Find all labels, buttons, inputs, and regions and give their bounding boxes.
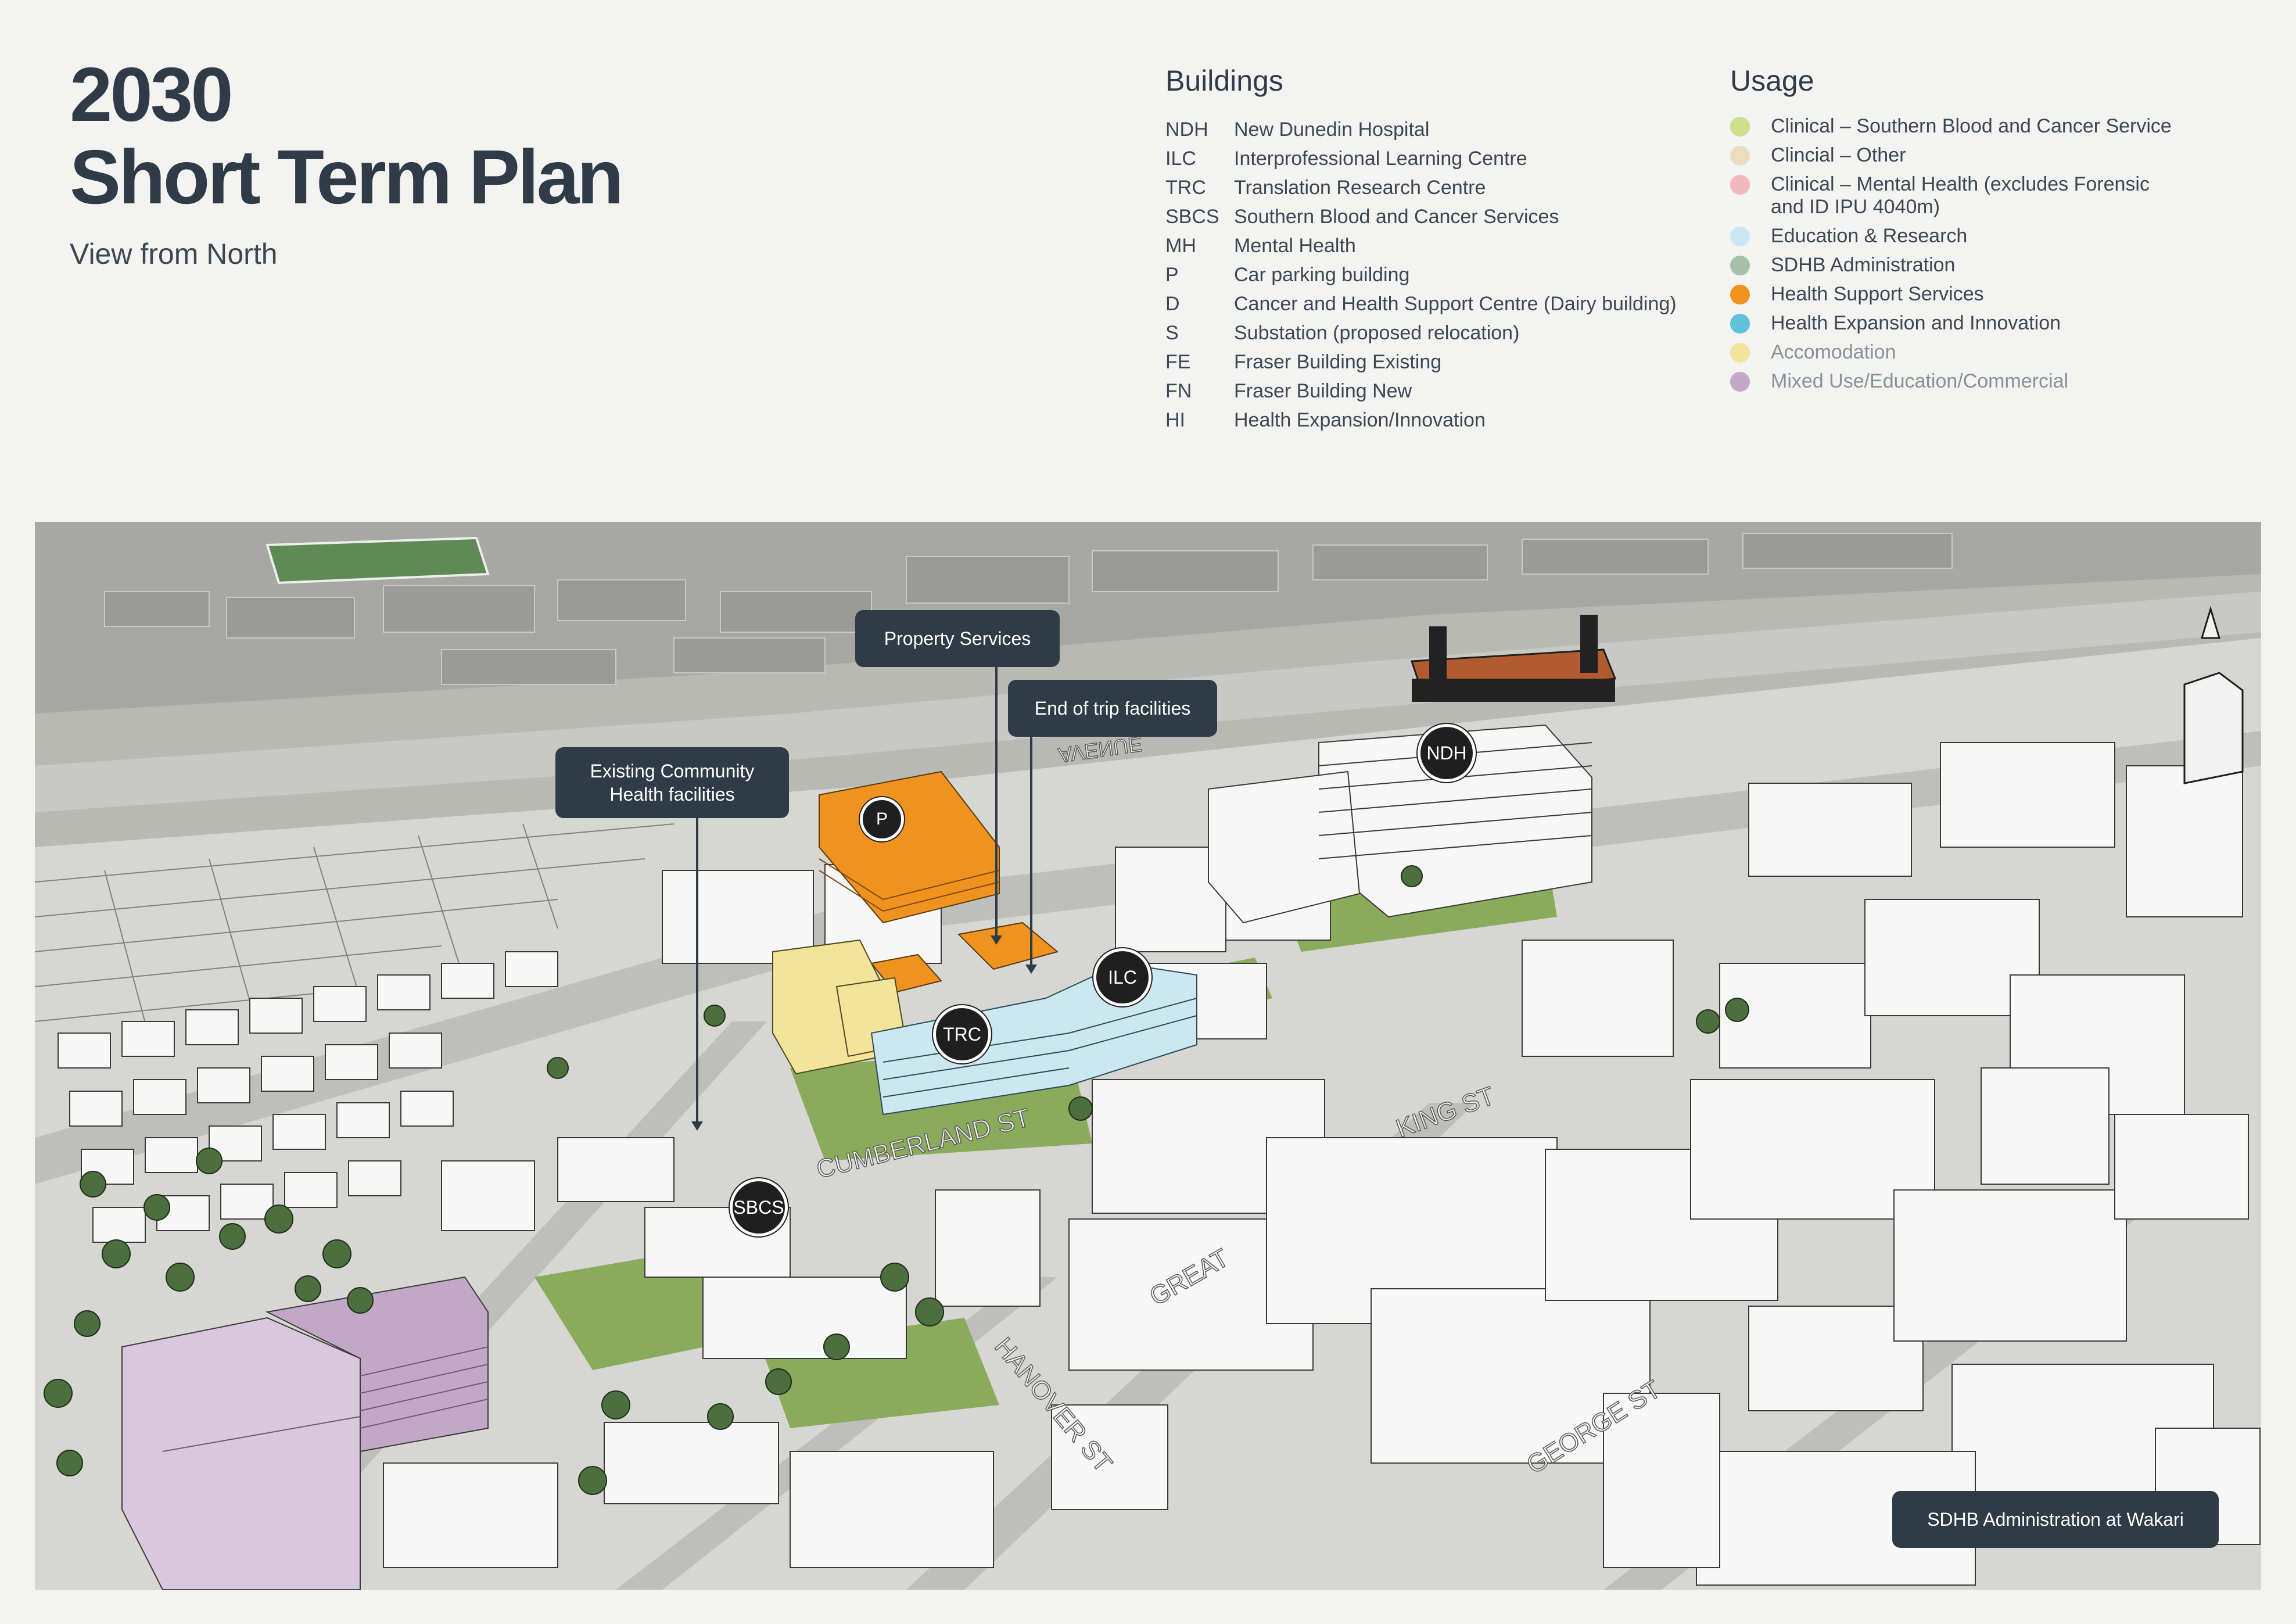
- building-code: MH: [1165, 234, 1196, 257]
- usage-item: Clinical – Southern Blood and Cancer Ser…: [1730, 115, 2201, 138]
- usage-item: Health Support Services: [1730, 283, 2201, 306]
- building-code: HI: [1165, 408, 1185, 431]
- usage-swatch: [1730, 117, 1750, 137]
- usage-swatch: [1730, 256, 1750, 275]
- usage-item: Accomodation: [1730, 341, 2201, 364]
- mixed-use-building: [121, 1276, 489, 1590]
- building-name: Car parking building: [1234, 263, 1410, 286]
- page-subtitle: View from North: [70, 238, 278, 270]
- legend-item: NDH New Dunedin Hospital: [1165, 115, 1677, 144]
- building-name: New Dunedin Hospital: [1234, 118, 1430, 141]
- title-block: 2030 Short Term Plan View from North: [70, 52, 624, 271]
- usage-item: Education & Research: [1730, 225, 2201, 248]
- callout-property-services: Property Services: [855, 610, 1060, 667]
- building-code: NDH: [1165, 118, 1208, 141]
- callout-community-health-line2: Health facilities: [609, 784, 735, 805]
- railway-station: [1410, 615, 1617, 702]
- usage-item: Clinical – Mental Health (excludes Foren…: [1730, 173, 2201, 218]
- usage-swatch: [1730, 314, 1750, 334]
- usage-legend-heading: Usage: [1730, 64, 1814, 97]
- property-services-building: [957, 922, 1059, 970]
- building-name: Mental Health: [1234, 234, 1356, 257]
- building-name: Substation (proposed relocation): [1234, 321, 1520, 344]
- building-code: TRC: [1165, 176, 1206, 199]
- usage-swatch: [1730, 285, 1750, 304]
- usage-swatch: [1730, 175, 1750, 195]
- legend-item: HI Health Expansion/Innovation: [1165, 406, 1677, 435]
- city-blocks: [662, 742, 2261, 1586]
- buildings-legend-heading: Buildings: [1165, 64, 1283, 97]
- aerial-rooftops: [104, 533, 1953, 685]
- cathedral: [2183, 605, 2244, 784]
- building-code: D: [1165, 292, 1180, 315]
- usage-item: SDHB Administration: [1730, 254, 2201, 277]
- legend-item: P Car parking building: [1165, 260, 1677, 289]
- building-name: Health Expansion/Innovation: [1234, 408, 1486, 431]
- trees: [44, 865, 1749, 1495]
- ndh-hospital-massing: [1208, 724, 1592, 924]
- badge-p: P: [860, 797, 904, 841]
- usage-swatch: [1730, 343, 1750, 363]
- usage-label: SDHB Administration: [1771, 254, 1956, 276]
- usage-label: Accomodation: [1771, 341, 1896, 363]
- badge-sbcs: SBCS: [730, 1178, 788, 1236]
- building-name: Translation Research Centre: [1234, 176, 1486, 199]
- building-name: Fraser Building New: [1234, 379, 1412, 402]
- usage-label: Health Support Services: [1771, 283, 1984, 305]
- building-code: FE: [1165, 350, 1191, 373]
- usage-item: Health Expansion and Innovation: [1730, 312, 2201, 335]
- legend-item: ILC Interprofessional Learning Centre: [1165, 144, 1677, 173]
- building-code: ILC: [1165, 147, 1196, 170]
- callout-community-health-line1: Existing Community: [590, 761, 755, 781]
- usage-swatch: [1730, 372, 1750, 392]
- usage-label: Clinical – Southern Blood and Cancer Ser…: [1771, 115, 2172, 137]
- building-code: SBCS: [1165, 205, 1219, 228]
- legend-item: FE Fraser Building Existing: [1165, 347, 1677, 377]
- callout-arrowheads: [691, 935, 1037, 1131]
- usage-swatch: [1730, 146, 1750, 166]
- usage-label: Mixed Use/Education/Commercial: [1771, 370, 2069, 392]
- usage-swatch: [1730, 227, 1750, 246]
- page-title-year: 2030: [70, 52, 234, 137]
- callout-community-health: Existing Community Health facilities: [555, 747, 789, 818]
- building-name: Fraser Building Existing: [1234, 350, 1442, 373]
- legend-item: S Substation (proposed relocation): [1165, 318, 1677, 347]
- building-code: S: [1165, 321, 1179, 344]
- badge-ndh: NDH: [1418, 724, 1476, 782]
- badge-trc: TRC: [933, 1005, 991, 1063]
- building-code: P: [1165, 263, 1179, 286]
- usage-item: Mixed Use/Education/Commercial: [1730, 370, 2201, 393]
- usage-label: Clinical – Mental Health (excludes Foren…: [1771, 173, 2150, 218]
- legend-item: SBCS Southern Blood and Cancer Services: [1165, 202, 1677, 231]
- callout-leaders: [696, 657, 1032, 1126]
- usage-item: Clincial – Other: [1730, 144, 2201, 167]
- legend-item: FN Fraser Building New: [1165, 377, 1677, 406]
- usage-legend: Usage Clinical – Southern Blood and Canc…: [1730, 64, 2201, 399]
- legend-item: D Cancer and Health Support Centre (Dairy…: [1165, 289, 1677, 318]
- building-name: Interprofessional Learning Centre: [1234, 147, 1527, 170]
- buildings-legend: Buildings NDH New Dunedin Hospital ILC Int…: [1165, 64, 1677, 435]
- usage-label: Health Expansion and Innovation: [1771, 312, 2061, 334]
- parcel-lines: [35, 823, 675, 1045]
- building-name: Cancer and Health Support Centre (Dairy …: [1234, 292, 1677, 315]
- callout-sdhb-admin: SDHB Administration at Wakari: [1892, 1491, 2219, 1548]
- building-name: Southern Blood and Cancer Services: [1234, 205, 1559, 228]
- badge-ilc: ILC: [1093, 948, 1151, 1006]
- legend-item: MH Mental Health: [1165, 231, 1677, 260]
- usage-label: Education & Research: [1771, 225, 1968, 247]
- sports-field: [266, 536, 490, 585]
- site-map: CUMBERLAND ST GREAT KING ST HANOVER ST G…: [35, 522, 2261, 1590]
- usage-label: Clincial – Other: [1771, 144, 1906, 166]
- building-code: FN: [1165, 379, 1192, 402]
- legend-item: TRC Translation Research Centre: [1165, 173, 1677, 202]
- callout-end-of-trip: End of trip facilities: [1008, 680, 1217, 737]
- page-title: Short Term Plan: [70, 134, 624, 220]
